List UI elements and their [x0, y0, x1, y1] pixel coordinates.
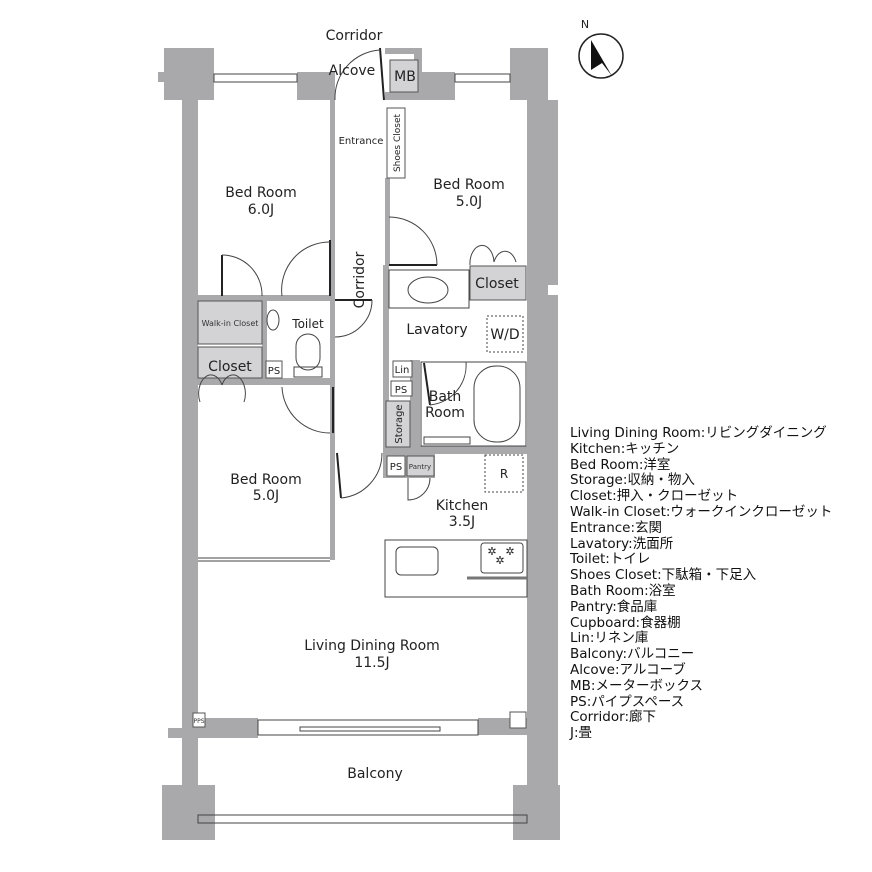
- svg-text:✲: ✲: [505, 545, 514, 558]
- label-bed3: Bed Room: [230, 472, 301, 488]
- label-pps: PPS: [193, 718, 204, 725]
- label-shoes-closet: Shoes Closet: [393, 114, 403, 173]
- label-storage: Storage: [394, 404, 405, 443]
- legend-item: Bath Room:浴室: [570, 582, 676, 599]
- washer-space: [486, 315, 524, 353]
- legend-item: Closet:押入・クローゼット: [570, 488, 739, 505]
- label-kitchen: Kitchen: [436, 498, 489, 514]
- legend-item: Living Dining Room:リビングダイニング: [570, 425, 827, 441]
- label-pantry: Pantry: [409, 463, 431, 471]
- label-toilet: Toilet: [291, 317, 324, 331]
- storage-box: [385, 400, 411, 448]
- svg-text:✲: ✲: [495, 554, 504, 567]
- north-arrow-icon: N: [578, 18, 624, 79]
- label-bed3-size: 5.0J: [253, 488, 279, 504]
- label-balcony: Balcony: [347, 766, 403, 782]
- label-bed1: Bed Room: [225, 185, 296, 201]
- legend-item: Bed Room:洋室: [570, 456, 671, 473]
- legend-item: Toilet:トイレ: [570, 551, 651, 568]
- sink-icon: [407, 276, 449, 304]
- legend-item: Walk-in Closet:ウォークインクローゼット: [570, 503, 833, 520]
- label-ldr-size: 11.5J: [354, 655, 389, 671]
- legend-item: J:畳: [570, 725, 593, 742]
- legend-item: Entrance:玄関: [570, 519, 663, 536]
- mb-box: [389, 59, 419, 93]
- walk-in-closet: [197, 300, 263, 345]
- label-bath-2: Room: [425, 405, 465, 421]
- label-closet-left: Closet: [208, 359, 252, 375]
- label-alcove: Alcove: [329, 63, 376, 79]
- walls: [158, 48, 560, 840]
- label-kitchen-size: 3.5J: [449, 514, 475, 530]
- label-wd: W/D: [490, 327, 519, 343]
- stove-icon: [480, 542, 524, 574]
- legend-item: Corridor:廊下: [570, 709, 656, 726]
- closet-right: [469, 265, 527, 301]
- ps-kitchen: [386, 455, 406, 477]
- closet-left: [197, 346, 263, 379]
- label-ps-toilet: PS: [268, 366, 280, 377]
- kitchen-sink-icon: [395, 546, 439, 576]
- legend-item: Alcove:アルコーブ: [570, 661, 686, 678]
- doors: [198, 47, 517, 501]
- label-lin: Lin: [395, 365, 410, 376]
- label-corridor-top: Corridor: [326, 28, 383, 44]
- legend-item: Storage:収納・物入: [570, 472, 695, 489]
- label-mb: MB: [394, 69, 416, 85]
- legend-item: Lin:リネン庫: [570, 630, 649, 647]
- label-closet-right: Closet: [475, 276, 519, 292]
- pantry-box: [406, 455, 435, 477]
- svg-text:✲: ✲: [487, 545, 496, 558]
- label-lavatory: Lavatory: [406, 322, 467, 338]
- legend-item: Kitchen:キッチン: [570, 440, 680, 457]
- label-entrance: Entrance: [339, 136, 384, 147]
- legend-item: Lavatory:洗面所: [570, 535, 674, 552]
- label-ldr: Living Dining Room: [304, 638, 440, 654]
- toilet-icon: [295, 333, 321, 371]
- legend-item: Pantry:食品庫: [570, 598, 658, 615]
- windows: [197, 73, 528, 824]
- ps-toilet: [265, 360, 283, 379]
- legend-item: MB:メーターボックス: [570, 677, 704, 694]
- ps-box: [390, 380, 413, 397]
- legend-item: Balcony:バルコニー: [570, 646, 695, 663]
- fixtures: ✲✲✲: [266, 269, 528, 598]
- legend: Living Dining Room:リビングダイニング Kitchen:キッチ…: [570, 425, 833, 742]
- legend-item: Cupboard:食器棚: [570, 614, 681, 631]
- label-fridge: R: [500, 467, 508, 481]
- label-corridor: Corridor: [352, 251, 368, 308]
- label-bed1-size: 6.0J: [248, 202, 274, 218]
- label-ps-kitchen: PS: [390, 462, 402, 473]
- legend-item: PS:パイプスペース: [570, 693, 685, 710]
- bathtub-icon: [473, 365, 521, 443]
- legend-item: Shoes Closet:下駄箱・下足入: [570, 567, 757, 584]
- label-bath-1: Bath: [429, 389, 462, 405]
- fridge-space: [484, 454, 524, 493]
- pps-box: [192, 712, 206, 728]
- north-label: N: [581, 18, 589, 31]
- shoes-closet: [386, 107, 406, 179]
- label-bed2: Bed Room: [433, 177, 504, 193]
- label-ps-lav: PS: [395, 385, 407, 396]
- label-walkin-closet: Walk-in Closet: [202, 319, 259, 328]
- column-box: [509, 711, 527, 729]
- label-bed2-size: 5.0J: [456, 194, 482, 210]
- lin-box: [392, 360, 413, 378]
